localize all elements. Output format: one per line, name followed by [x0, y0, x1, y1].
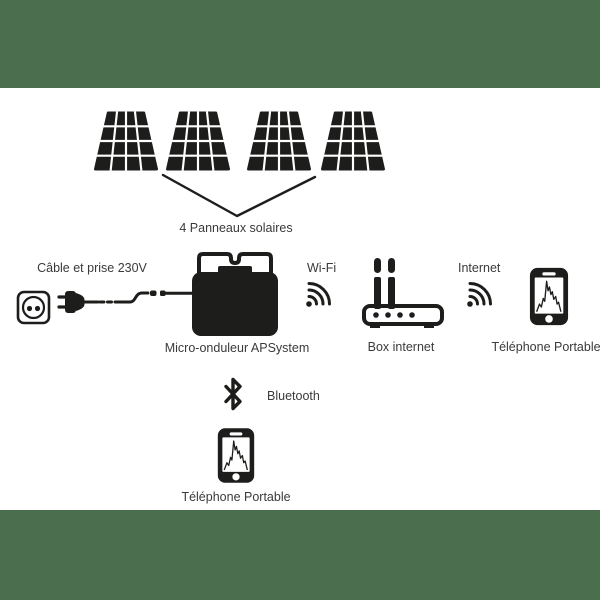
- cable-line: [82, 290, 196, 304]
- phone-bottom-label: Téléphone Portable: [181, 490, 291, 504]
- solar-panel-icon: [321, 110, 385, 172]
- wifi-label: Wi-Fi: [307, 261, 337, 275]
- power-outlet-icon: [16, 290, 51, 325]
- router-label: Box internet: [367, 340, 435, 354]
- internet-label: Internet: [458, 261, 501, 275]
- smartphone-icon: [217, 427, 255, 484]
- micro-inverter-icon: [192, 252, 278, 336]
- top-green-banner: [0, 0, 600, 88]
- solar-panel-icon: [247, 110, 311, 172]
- router-icon: [362, 258, 444, 328]
- solar-panels-label: 4 Panneaux solaires: [179, 221, 293, 235]
- smartphone-icon: [529, 267, 569, 326]
- wifi-signal-icon: [304, 282, 331, 309]
- bluetooth-label: Bluetooth: [267, 389, 320, 403]
- pointer-lines: [161, 173, 317, 218]
- power-plug-icon: [57, 290, 196, 313]
- inverter-label: Micro-onduleur APSystem: [164, 341, 310, 355]
- cable-label: Câble et prise 230V: [37, 261, 147, 275]
- solar-panel-icon: [94, 110, 158, 172]
- bluetooth-icon: [224, 377, 242, 411]
- bottom-green-banner: [0, 510, 600, 600]
- solar-panel-icon: [166, 110, 230, 172]
- phone-right-label: Téléphone Portable: [491, 340, 600, 354]
- internet-signal-icon: [465, 282, 492, 309]
